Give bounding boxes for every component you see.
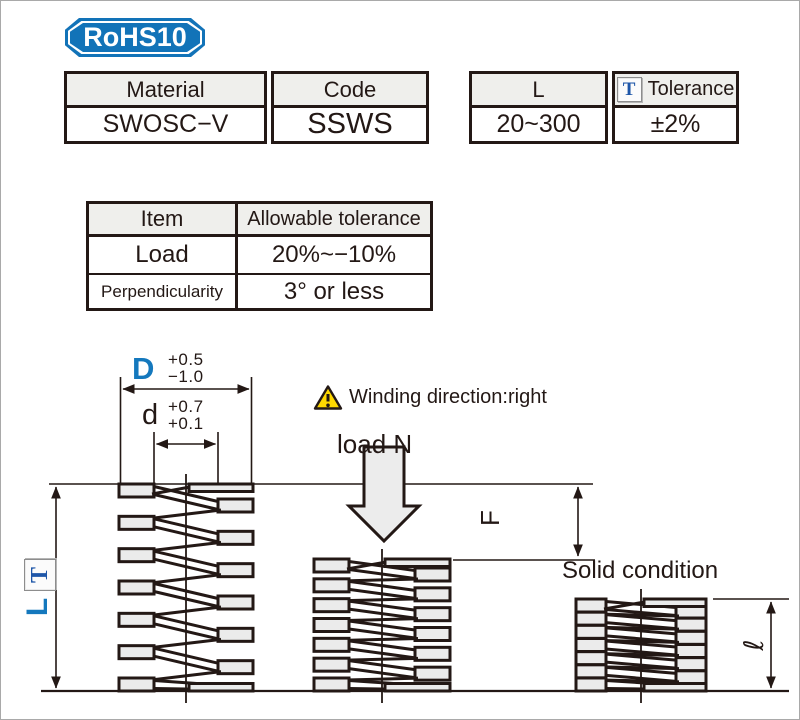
tolerance-column: T Tolerance ±2% <box>612 71 739 144</box>
length-tolerance-table: L 20~300 T Tolerance ±2% <box>469 71 739 144</box>
material-code-table: Material SWOSC−V Code SSWS <box>64 71 429 144</box>
outer-diameter-label: D <box>132 351 155 386</box>
length-header: L <box>472 74 605 108</box>
allowable-tolerance-table: Item Allowable tolerance Load 20%~−10% P… <box>86 201 433 311</box>
t-tolerance-icon: T <box>616 77 642 102</box>
inner-diameter-label: d <box>142 399 159 431</box>
length-column: L 20~300 <box>469 71 608 144</box>
code-header: Code <box>274 74 426 108</box>
material-value: SWOSC−V <box>102 110 229 138</box>
perpendicularity-item: Perpendicularity <box>101 281 223 301</box>
tolerance-value: ±2% <box>650 110 701 138</box>
winding-direction-note: Winding direction:right <box>313 384 547 411</box>
outer-tol-upper: +0.5 <box>168 350 204 369</box>
perpendicularity-tolerance: 3° or less <box>235 275 430 308</box>
item-header: Item <box>140 206 184 231</box>
outer-diameter-tolerance: +0.5 −1.0 <box>168 351 204 385</box>
free-length-label: L <box>21 597 54 617</box>
length-value: 20~300 <box>496 110 581 138</box>
solid-condition-label: Solid condition <box>562 557 719 584</box>
rohs-badge: RoHS10 <box>65 18 205 57</box>
load-item: Load <box>135 241 189 268</box>
loaded-spring <box>312 549 452 703</box>
rohs-badge-outer: RoHS10 <box>65 18 205 57</box>
free-length-t-icon: T <box>24 559 56 591</box>
deflection-label: F <box>474 510 505 526</box>
outer-tol-lower: −1.0 <box>168 367 204 386</box>
material-column: Material SWOSC−V <box>64 71 267 144</box>
tolerance-header-label: Tolerance <box>647 78 735 100</box>
code-value: SSWS <box>307 108 393 140</box>
rohs-badge-label: RoHS10 <box>70 23 200 52</box>
inner-tol-upper: +0.7 <box>168 397 204 416</box>
load-arrow <box>345 445 423 544</box>
rohs-badge-keyline: RoHS10 <box>68 21 202 54</box>
free-length-spring <box>117 474 255 703</box>
solid-length-label: ℓ <box>738 639 770 651</box>
code-column: Code SSWS <box>271 71 429 144</box>
warning-icon <box>313 385 343 410</box>
load-tolerance: 20%~−10% <box>235 237 430 273</box>
inner-diameter-tolerance: +0.7 +0.1 <box>168 398 204 432</box>
load-row: Load 20%~−10% <box>89 237 430 275</box>
winding-direction-text: Winding direction:right <box>349 386 547 408</box>
inner-tol-lower: +0.1 <box>168 414 204 433</box>
allowable-header-row: Item Allowable tolerance <box>89 204 430 237</box>
solid-spring <box>574 589 708 703</box>
perpendicularity-row: Perpendicularity 3° or less <box>89 275 430 308</box>
material-header: Material <box>67 74 264 108</box>
tolerance-header: T Tolerance <box>615 74 736 108</box>
allowable-header: Allowable tolerance <box>235 204 430 234</box>
load-label: load N <box>337 429 413 459</box>
